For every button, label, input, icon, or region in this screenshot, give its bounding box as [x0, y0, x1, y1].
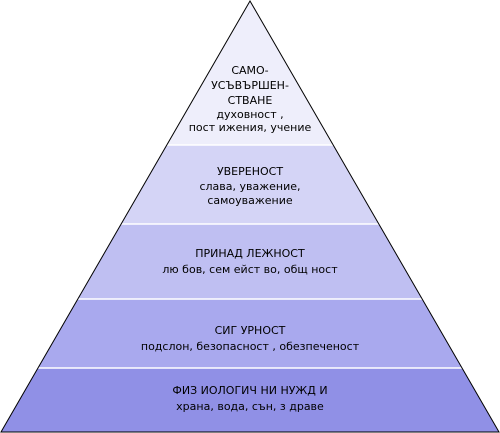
level-safety: СИГ УРНОСТ подслон, безопасност , обезпе… [141, 324, 360, 353]
level-self-actualization: САМО- УСЪВЪРШЕН- СТВАНЕ духовност , пост… [189, 64, 312, 134]
level-belonging-band [77, 224, 423, 299]
level-esteem-detail-line-1: слава, уважение, [199, 180, 300, 193]
level-self-actualization-title-line-3: СТВАНЕ [228, 94, 273, 107]
level-belonging-detail: лю бов, сем ейст во, общ ност [162, 263, 338, 276]
level-esteem: УВЕРЕНОСТ слава, уважение, самоуважение [199, 165, 300, 207]
level-safety-band [37, 299, 463, 368]
level-physiological-title: ФИЗ ИОЛОГИЧ НИ НУЖД И [172, 384, 327, 397]
level-physiological-band [1, 368, 499, 432]
level-physiological: ФИЗ ИОЛОГИЧ НИ НУЖД И храна, вода, сън, … [172, 384, 327, 413]
level-safety-detail: подслон, безопасност , обезпеченост [141, 340, 360, 353]
level-self-actualization-title-line-1: САМО- [231, 64, 268, 77]
level-self-actualization-detail-line-2: пост ижения, учение [189, 121, 312, 134]
level-self-actualization-band [166, 1, 334, 145]
level-self-actualization-detail-line-1: духовност , [216, 108, 283, 121]
level-esteem-detail-line-2: самоуважение [207, 194, 293, 207]
level-esteem-title: УВЕРЕНОСТ [217, 165, 283, 178]
level-self-actualization-title-line-2: УСЪВЪРШЕН- [211, 79, 289, 92]
level-esteem-band [121, 145, 379, 224]
level-belonging: ПРИНАД ЛЕЖНОСТ лю бов, сем ейст во, общ … [162, 247, 338, 276]
level-belonging-title: ПРИНАД ЛЕЖНОСТ [195, 247, 305, 260]
level-physiological-detail: храна, вода, сън, з драве [176, 400, 324, 413]
level-safety-title: СИГ УРНОСТ [215, 324, 286, 337]
